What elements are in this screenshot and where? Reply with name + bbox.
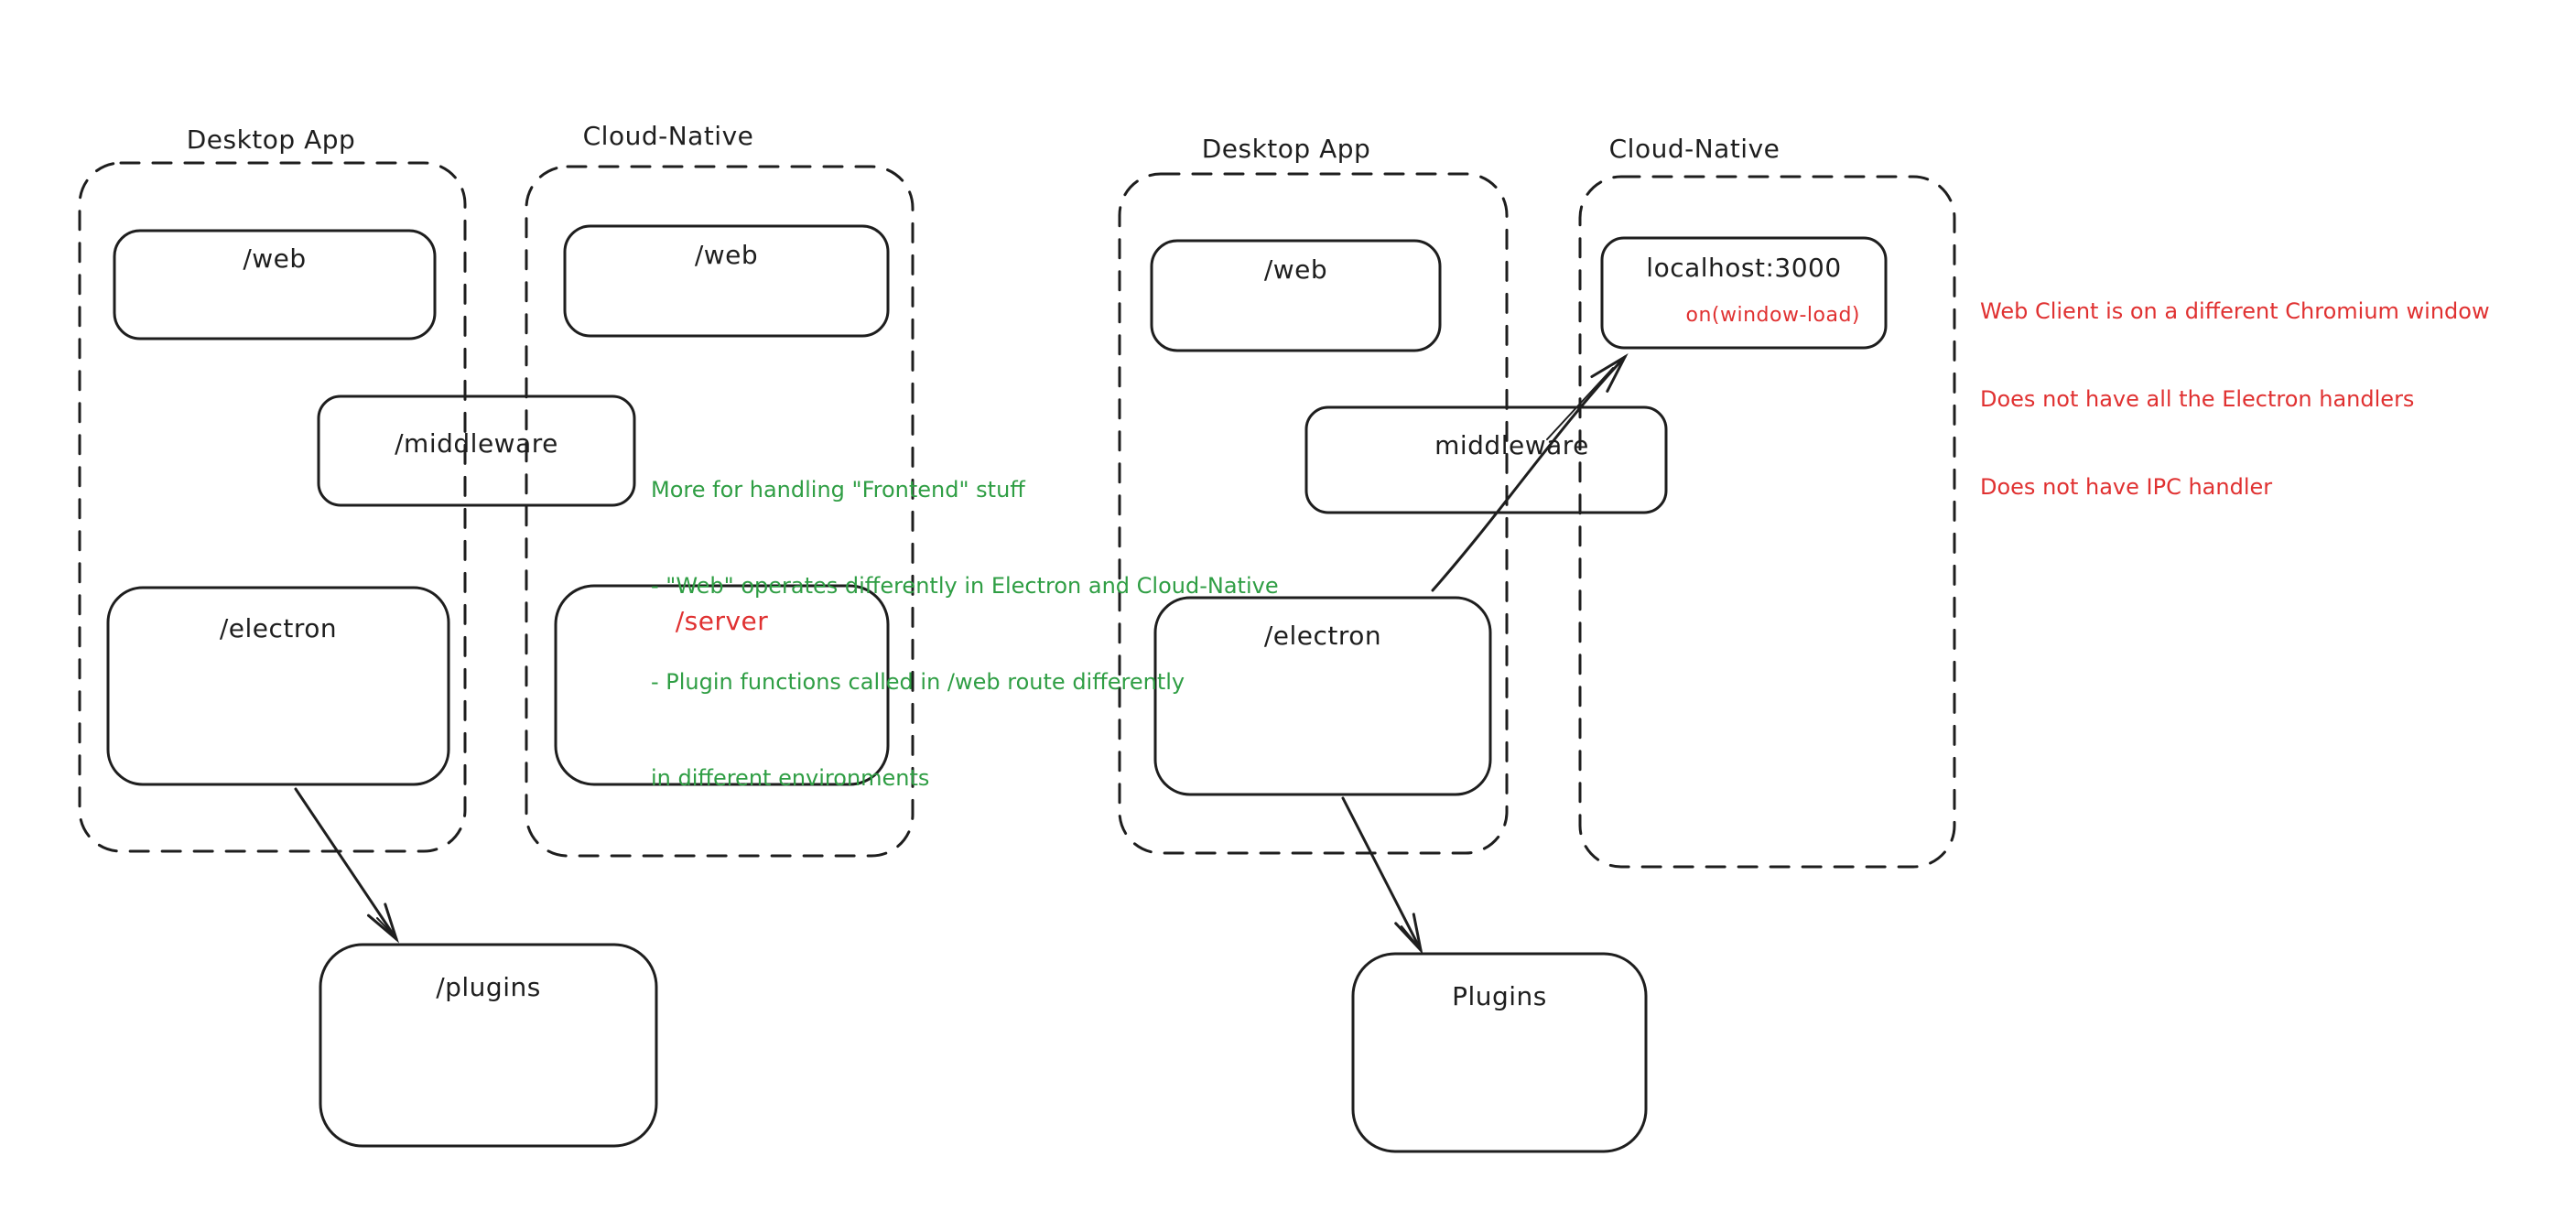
annotation-line: More for handling "Frontend" stuff (651, 477, 1025, 503)
arrow-right-electron-to-plugins (1341, 796, 1423, 955)
annotation-line: Web Client is on a different Chromium wi… (1980, 298, 2490, 324)
left-electron-label: /electron (219, 613, 338, 643)
annotation-line: Does not have IPC handler (1980, 474, 2273, 500)
right-plugins-box (1351, 952, 1648, 1153)
right-middleware-box (1304, 405, 1668, 514)
right-electron-label: /electron (1263, 621, 1382, 651)
left-middleware-label: /middleware (395, 428, 558, 459)
left-server-label: /server (675, 606, 769, 636)
left-middleware-box (317, 394, 636, 507)
right-cloud-native-container (1578, 175, 1956, 869)
right-on-window-load-label: on(window-load) (1685, 304, 1860, 327)
left-desktop-web-box (113, 229, 437, 340)
left-annotation-note: More for handling "Frontend" stuff - "We… (651, 410, 1279, 859)
left-server-box (554, 584, 890, 786)
annotation-line: - Plugin functions called in /web route … (651, 669, 1185, 695)
left-desktop-app-container (78, 161, 467, 853)
right-plugins-label: Plugins (1452, 981, 1547, 1011)
annotation-line: Does not have all the Electron handlers (1980, 386, 2415, 412)
right-desktop-app-container (1118, 172, 1509, 855)
arrow-right-electron-to-localhost (1431, 353, 1629, 592)
annotation-line: - "Web" operates differently in Electron… (651, 573, 1279, 599)
right-localhost-box (1600, 236, 1888, 350)
left-plugins-label: /plugins (436, 972, 541, 1002)
arrow-left-electron-to-plugins (294, 787, 400, 944)
left-cloud-native-label: Cloud-Native (582, 121, 754, 151)
right-middleware-label: middleware (1434, 430, 1589, 460)
right-cloud-native-label: Cloud-Native (1608, 134, 1780, 164)
right-web-label: /web (1263, 254, 1328, 285)
left-cloud-web-label: /web (694, 240, 759, 270)
left-cloud-native-container (525, 165, 915, 858)
left-plugins-box (319, 943, 658, 1148)
right-annotation-note: Web Client is on a different Chromium wi… (1980, 238, 2490, 560)
left-cloud-web-box (563, 224, 890, 338)
right-electron-box (1153, 596, 1492, 796)
left-desktop-app-label: Desktop App (186, 124, 356, 155)
annotation-line: in different environments (651, 765, 930, 791)
left-desktop-web-label: /web (243, 243, 307, 274)
right-localhost-label: localhost:3000 (1646, 253, 1842, 283)
left-electron-box (106, 586, 450, 786)
right-desktop-app-label: Desktop App (1201, 134, 1371, 164)
right-web-box (1150, 239, 1442, 352)
